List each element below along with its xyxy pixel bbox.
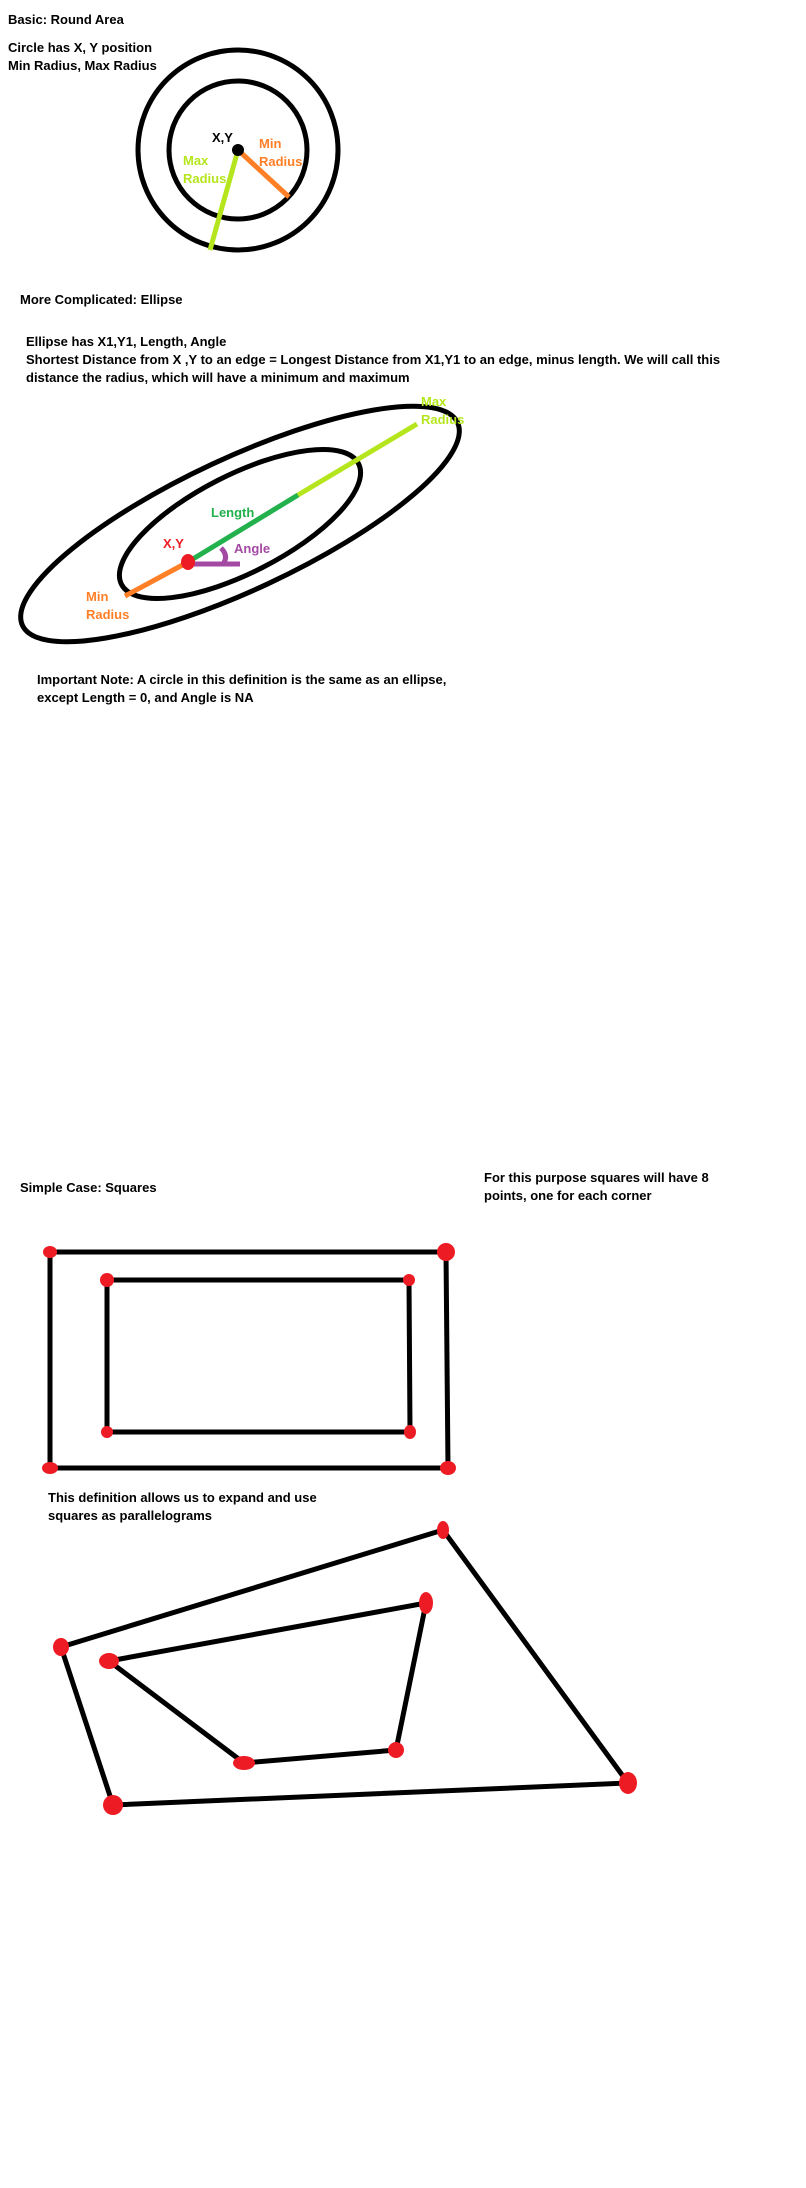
parallelogram-corner-point [99,1653,119,1669]
basic-heading: Basic: Round Area [8,12,125,27]
parallelogram-corner-point [233,1756,255,1770]
ellipse-min-outline [116,446,364,602]
circle-center-point [232,144,244,156]
parallelogram-inner-outline [102,1599,430,1766]
square-corner-point [404,1425,416,1439]
square-corner-point [403,1274,415,1286]
ellipse-angle-label: Angle [234,541,270,556]
squares-heading: Simple Case: Squares [20,1180,157,1195]
ellipse-max-radius-label-2: Radius [421,412,464,427]
ellipse-section: More Complicated: Ellipse Ellipse has X1… [18,292,720,645]
ellipse-center-point [181,554,195,570]
square-corner-point [42,1462,58,1474]
circle-min-radius-line [236,148,291,199]
square-corner-point [100,1273,114,1287]
parallelogram-corner-point [103,1795,123,1815]
ellipse-min-radius-line [123,559,190,599]
parallelogram-outer-outline [57,1527,633,1808]
important-note: Important Note: A circle in this definit… [37,672,446,705]
ellipse-angle-arc [188,546,240,567]
circle-max-radius-label-2: Radius [183,171,226,186]
square-corner-point [440,1461,456,1475]
ellipse-line-2: Shortest Distance from X ,Y to an edge =… [26,352,720,367]
parallelogram-corner-point [619,1772,637,1794]
ellipse-length-label: Length [211,505,254,520]
circle-max-radius-line [207,149,241,251]
squares-side-note-2: points, one for each corner [484,1188,652,1203]
parallelogram-corner-point [437,1521,449,1539]
ellipse-min-radius-label-1: Min [86,589,108,604]
note-line-2: except Length = 0, and Angle is NA [37,690,254,705]
circle-min-outline [166,78,310,222]
square-inner-outline [104,1277,413,1435]
circle-center-label: X,Y [212,130,233,145]
ellipse-max-outline [18,403,462,645]
circle-max-outline [135,47,341,253]
circle-max-radius-label-1: Max [183,153,209,168]
ellipse-max-radius-line [296,421,419,498]
basic-line-2: Min Radius, Max Radius [8,58,157,73]
square-corner-point [437,1243,455,1261]
squares-expand-note-2: squares as parallelograms [48,1508,212,1523]
note-line-1: Important Note: A circle in this definit… [37,672,446,687]
square-corner-point [43,1246,57,1258]
ellipse-line-1: Ellipse has X1,Y1, Length, Angle [26,334,226,349]
circle-min-radius-label-2: Radius [259,154,302,169]
ellipse-line-3: distance the radius, which will have a m… [26,370,410,385]
ellipse-heading: More Complicated: Ellipse [20,292,183,307]
ellipse-center-label: X,Y [163,536,184,551]
parallelogram-corner-point [388,1742,404,1758]
parallelogram-corner-point [419,1592,433,1614]
squares-side-note-1: For this purpose squares will have 8 [484,1170,709,1185]
ellipse-max-radius-label-1: Max [421,394,447,409]
squares-expand-note-1: This definition allows us to expand and … [48,1490,317,1505]
square-corner-point [101,1426,113,1438]
basic-section: Basic: Round Area Circle has X, Y positi… [8,12,341,253]
circle-min-radius-label-1: Min [259,136,281,151]
basic-line-1: Circle has X, Y position [8,40,152,55]
ellipse-length-line [186,492,300,565]
ellipse-min-radius-label-2: Radius [86,607,129,622]
parallelogram-corner-point [53,1638,69,1656]
squares-section: Simple Case: Squares For this purpose sq… [20,1170,709,1815]
